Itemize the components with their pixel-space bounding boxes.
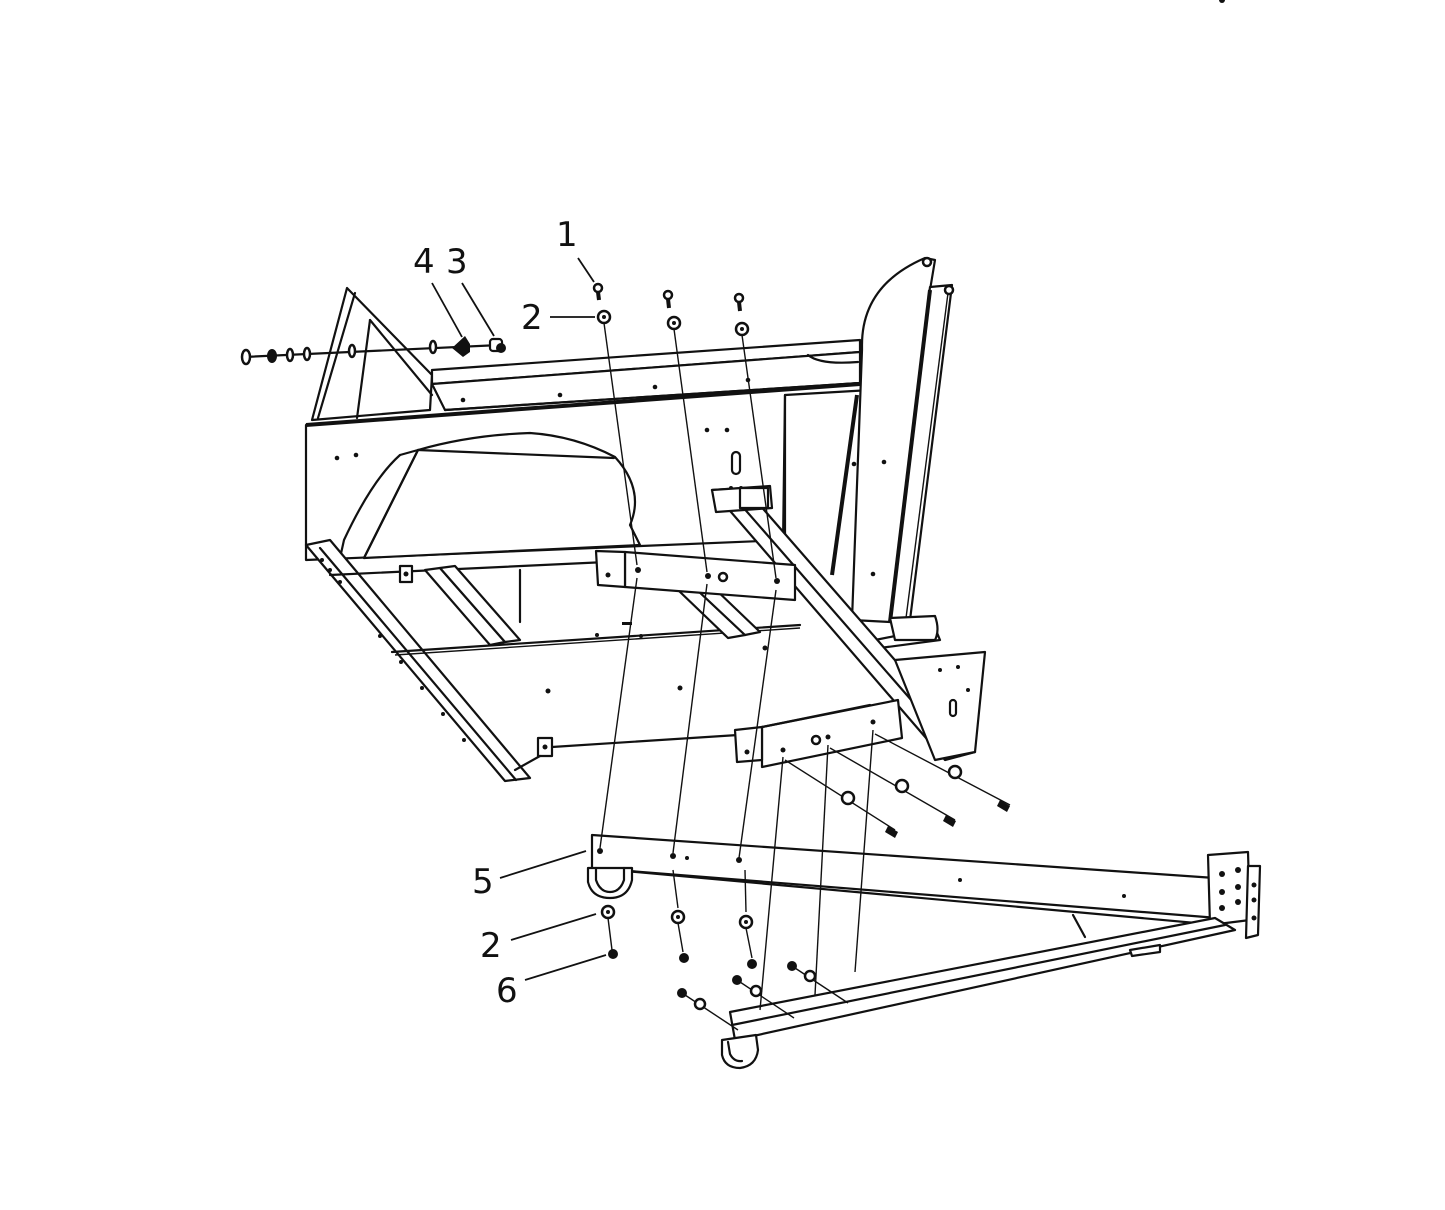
side-hardware-stack — [240, 336, 506, 366]
rear-upright-panel — [806, 256, 955, 650]
callout-5: 5 — [472, 862, 494, 902]
rear-crossmember-bracket — [733, 698, 904, 769]
lower-diagonal-rail — [720, 913, 1237, 1070]
upper-body-frame — [304, 286, 907, 562]
callout-4: 4 — [413, 242, 435, 282]
callout-3: 3 — [446, 242, 468, 282]
vertical-bolt-assemblies — [592, 282, 874, 1011]
bolt-1 — [592, 282, 638, 566]
bolt-2 — [662, 289, 708, 573]
bolt-3 — [733, 292, 777, 579]
callout-1: 1 — [556, 215, 578, 255]
callout-labels: 1 2 3 4 5 2 6 — [413, 215, 578, 1011]
callout-2-upper: 2 — [521, 298, 543, 338]
callout-leaders — [431, 257, 607, 981]
callout-6: 6 — [496, 971, 518, 1011]
lower-frame-rail — [586, 0, 1262, 940]
floor-frame — [304, 538, 802, 783]
diagonal-rail-hardware — [677, 733, 1011, 1031]
front-crossmember-bracket — [594, 549, 797, 602]
diagonal-brace-beam — [710, 484, 987, 762]
callout-2-lower: 2 — [480, 926, 502, 966]
